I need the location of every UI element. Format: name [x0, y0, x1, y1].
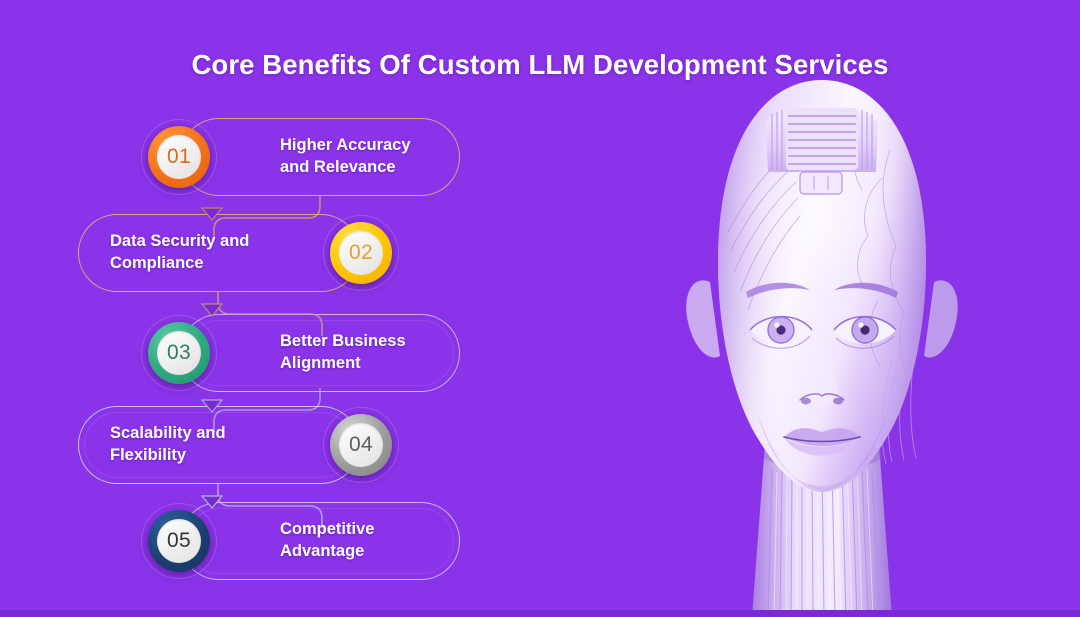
- benefit-badge-04: 04: [323, 407, 399, 483]
- benefit-label-03: Better Business Alignment: [280, 332, 406, 372]
- robot-cheek-fibers: [881, 339, 917, 465]
- benefit-number-03: 03: [157, 331, 201, 375]
- bottom-accent-band: [0, 610, 1080, 617]
- robot-eye-left: [749, 315, 813, 349]
- benefit-step-01[interactable]: 01 Higher Accuracy and Relevance: [141, 118, 460, 196]
- robot-eye-right: [833, 315, 897, 349]
- android-robot-illustration: [686, 80, 958, 617]
- robot-ear-right: [924, 280, 958, 358]
- benefit-number-01: 01: [157, 135, 201, 179]
- robot-mouth: [783, 428, 861, 456]
- robot-head: [718, 80, 926, 492]
- benefit-step-02[interactable]: 02 Data Security and Compliance: [78, 214, 399, 292]
- benefit-step-04[interactable]: 04 Scalability and Flexibility: [78, 406, 399, 484]
- benefit-badge-03: 03: [141, 315, 217, 391]
- benefit-step-05[interactable]: 05 Competitive Advantage: [141, 502, 460, 580]
- benefit-label-04: Scalability and Flexibility: [110, 424, 226, 464]
- benefit-badge-05: 05: [141, 503, 217, 579]
- benefit-number-02: 02: [339, 231, 383, 275]
- page-title: Core Benefits Of Custom LLM Development …: [191, 49, 889, 80]
- robot-nose: [799, 340, 845, 406]
- benefit-badge-02: 02: [323, 215, 399, 291]
- benefit-number-05: 05: [157, 519, 201, 563]
- android-robot-image: [560, 0, 1080, 617]
- benefit-badge-01: 01: [141, 119, 217, 195]
- benefit-number-04: 04: [339, 423, 383, 467]
- benefit-label-01: Higher Accuracy and Relevance: [280, 136, 411, 176]
- robot-ear-left: [686, 280, 720, 358]
- benefit-label-05: Competitive Advantage: [280, 520, 375, 560]
- robot-brow-right: [834, 282, 898, 298]
- benefit-step-03[interactable]: 03 Better Business Alignment: [141, 314, 460, 392]
- robot-brow-left: [746, 282, 810, 298]
- benefit-label-02: Data Security and Compliance: [110, 232, 250, 272]
- robot-crown-panel: [766, 105, 878, 195]
- benefits-step-list: 01 Higher Accuracy and Relevance 02 Data…: [0, 110, 520, 600]
